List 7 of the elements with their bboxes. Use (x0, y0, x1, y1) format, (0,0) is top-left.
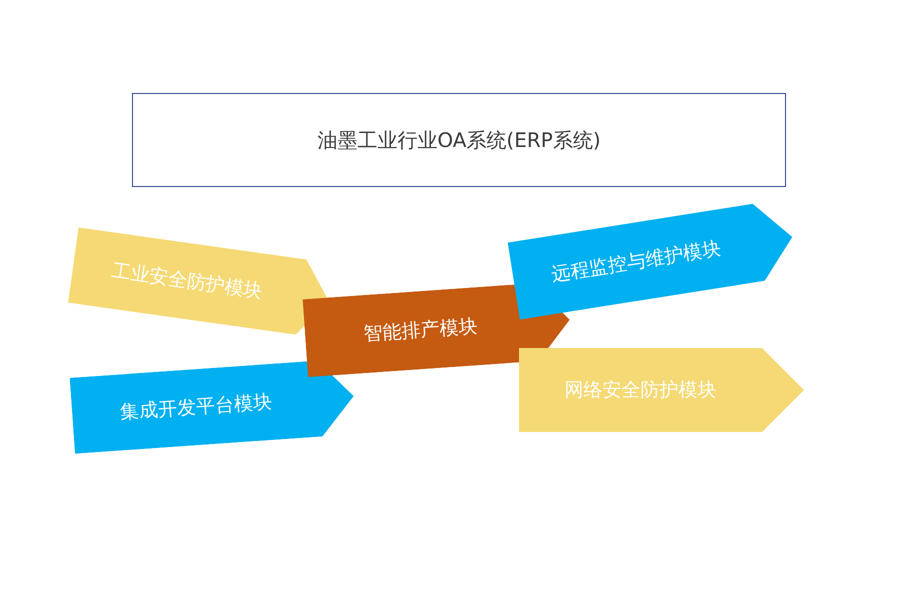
title-text: 油墨工业行业OA系统(ERP系统) (317, 126, 601, 154)
module-label: 工业安全防护模块 (110, 258, 264, 304)
module-label: 远程监控与维护模块 (550, 236, 723, 288)
module-label: 集成开发平台模块 (119, 390, 273, 426)
module-label: 网络安全防护模块 (564, 378, 716, 403)
module-label: 智能排产模块 (362, 314, 478, 348)
title-box (132, 93, 786, 187)
